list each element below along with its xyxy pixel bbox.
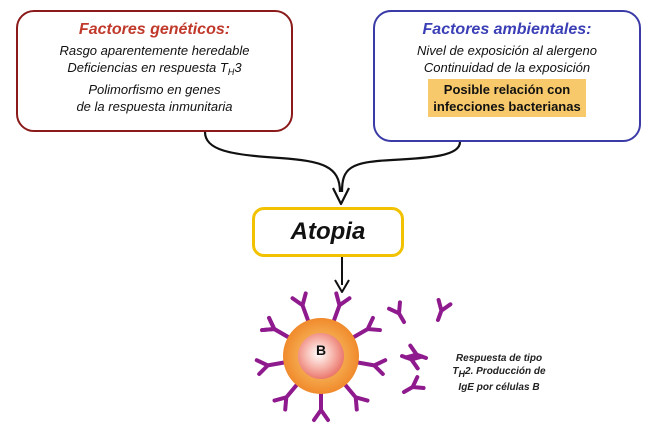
response-line-2: TH2. Producción de	[434, 365, 564, 381]
highlight-line-2: infecciones bacterianas	[433, 99, 581, 114]
surface-antibody	[260, 315, 292, 340]
environmental-line-exposure: Nivel de exposición al alergeno	[417, 43, 597, 58]
genetic-line-deficiency-suffix: 3	[234, 60, 242, 75]
environmental-factors-title: Factores ambientales:	[422, 21, 592, 38]
surface-antibody	[272, 381, 300, 412]
surface-antibody	[312, 390, 330, 422]
atopia-box: Atopia	[252, 207, 404, 257]
free-antibodies	[387, 297, 453, 394]
arrowhead-to-atopia	[332, 187, 350, 206]
free-antibody	[436, 297, 453, 322]
surface-antibody	[254, 358, 288, 377]
environmental-factors-box: Factores ambientales: Nivel de exposició…	[373, 10, 641, 142]
arrowhead-to-cell	[334, 279, 350, 293]
free-antibody	[402, 375, 426, 394]
bacterial-infection-highlight: Posible relación con infecciones bacteri…	[428, 79, 586, 117]
surface-antibody	[354, 358, 388, 377]
response-line-2-text: T	[452, 366, 459, 377]
response-line-2-suffix: 2. Producción de	[465, 366, 546, 377]
genetic-line-polymorphism: Polimorfismo en genes	[88, 82, 221, 97]
genetic-line-deficiency-text: Deficiencias en respuesta T	[67, 60, 228, 75]
surface-antibody	[331, 291, 352, 325]
connector-environmental	[340, 141, 462, 193]
free-antibody	[403, 343, 428, 360]
environmental-line-continuity: Continuidad de la exposición	[423, 60, 591, 75]
response-line-2-subscript: H	[458, 369, 466, 379]
surface-antibody	[350, 315, 382, 340]
b-cell-nucleus	[298, 333, 344, 379]
b-cell-label: B	[315, 342, 327, 358]
connector-genetic	[203, 131, 342, 193]
genetic-line-heritable: Rasgo aparentemente heredable	[59, 43, 250, 58]
th2-response-caption: Respuesta de tipo TH2. Producción de IgE…	[434, 352, 564, 394]
free-antibody	[400, 354, 425, 371]
genetic-line-immune: de la respuesta inmunitaria	[76, 99, 233, 114]
genetic-line-deficiency: Deficiencias en respuesta TH3	[18, 59, 291, 81]
surface-antibody	[290, 291, 311, 325]
genetic-factors-box: Factores genéticos: Rasgo aparentemente …	[16, 10, 293, 132]
genetic-factors-title: Factores genéticos:	[78, 21, 231, 38]
highlight-line-1: Posible relación con	[443, 82, 571, 97]
genetic-line-deficiency-subscript: H	[227, 67, 235, 77]
response-line-1: Respuesta de tipo	[455, 353, 543, 364]
cell-surface-antibodies	[254, 291, 388, 422]
free-antibody	[387, 300, 406, 324]
response-line-3: IgE por células B	[458, 382, 540, 393]
surface-antibody	[342, 381, 370, 412]
